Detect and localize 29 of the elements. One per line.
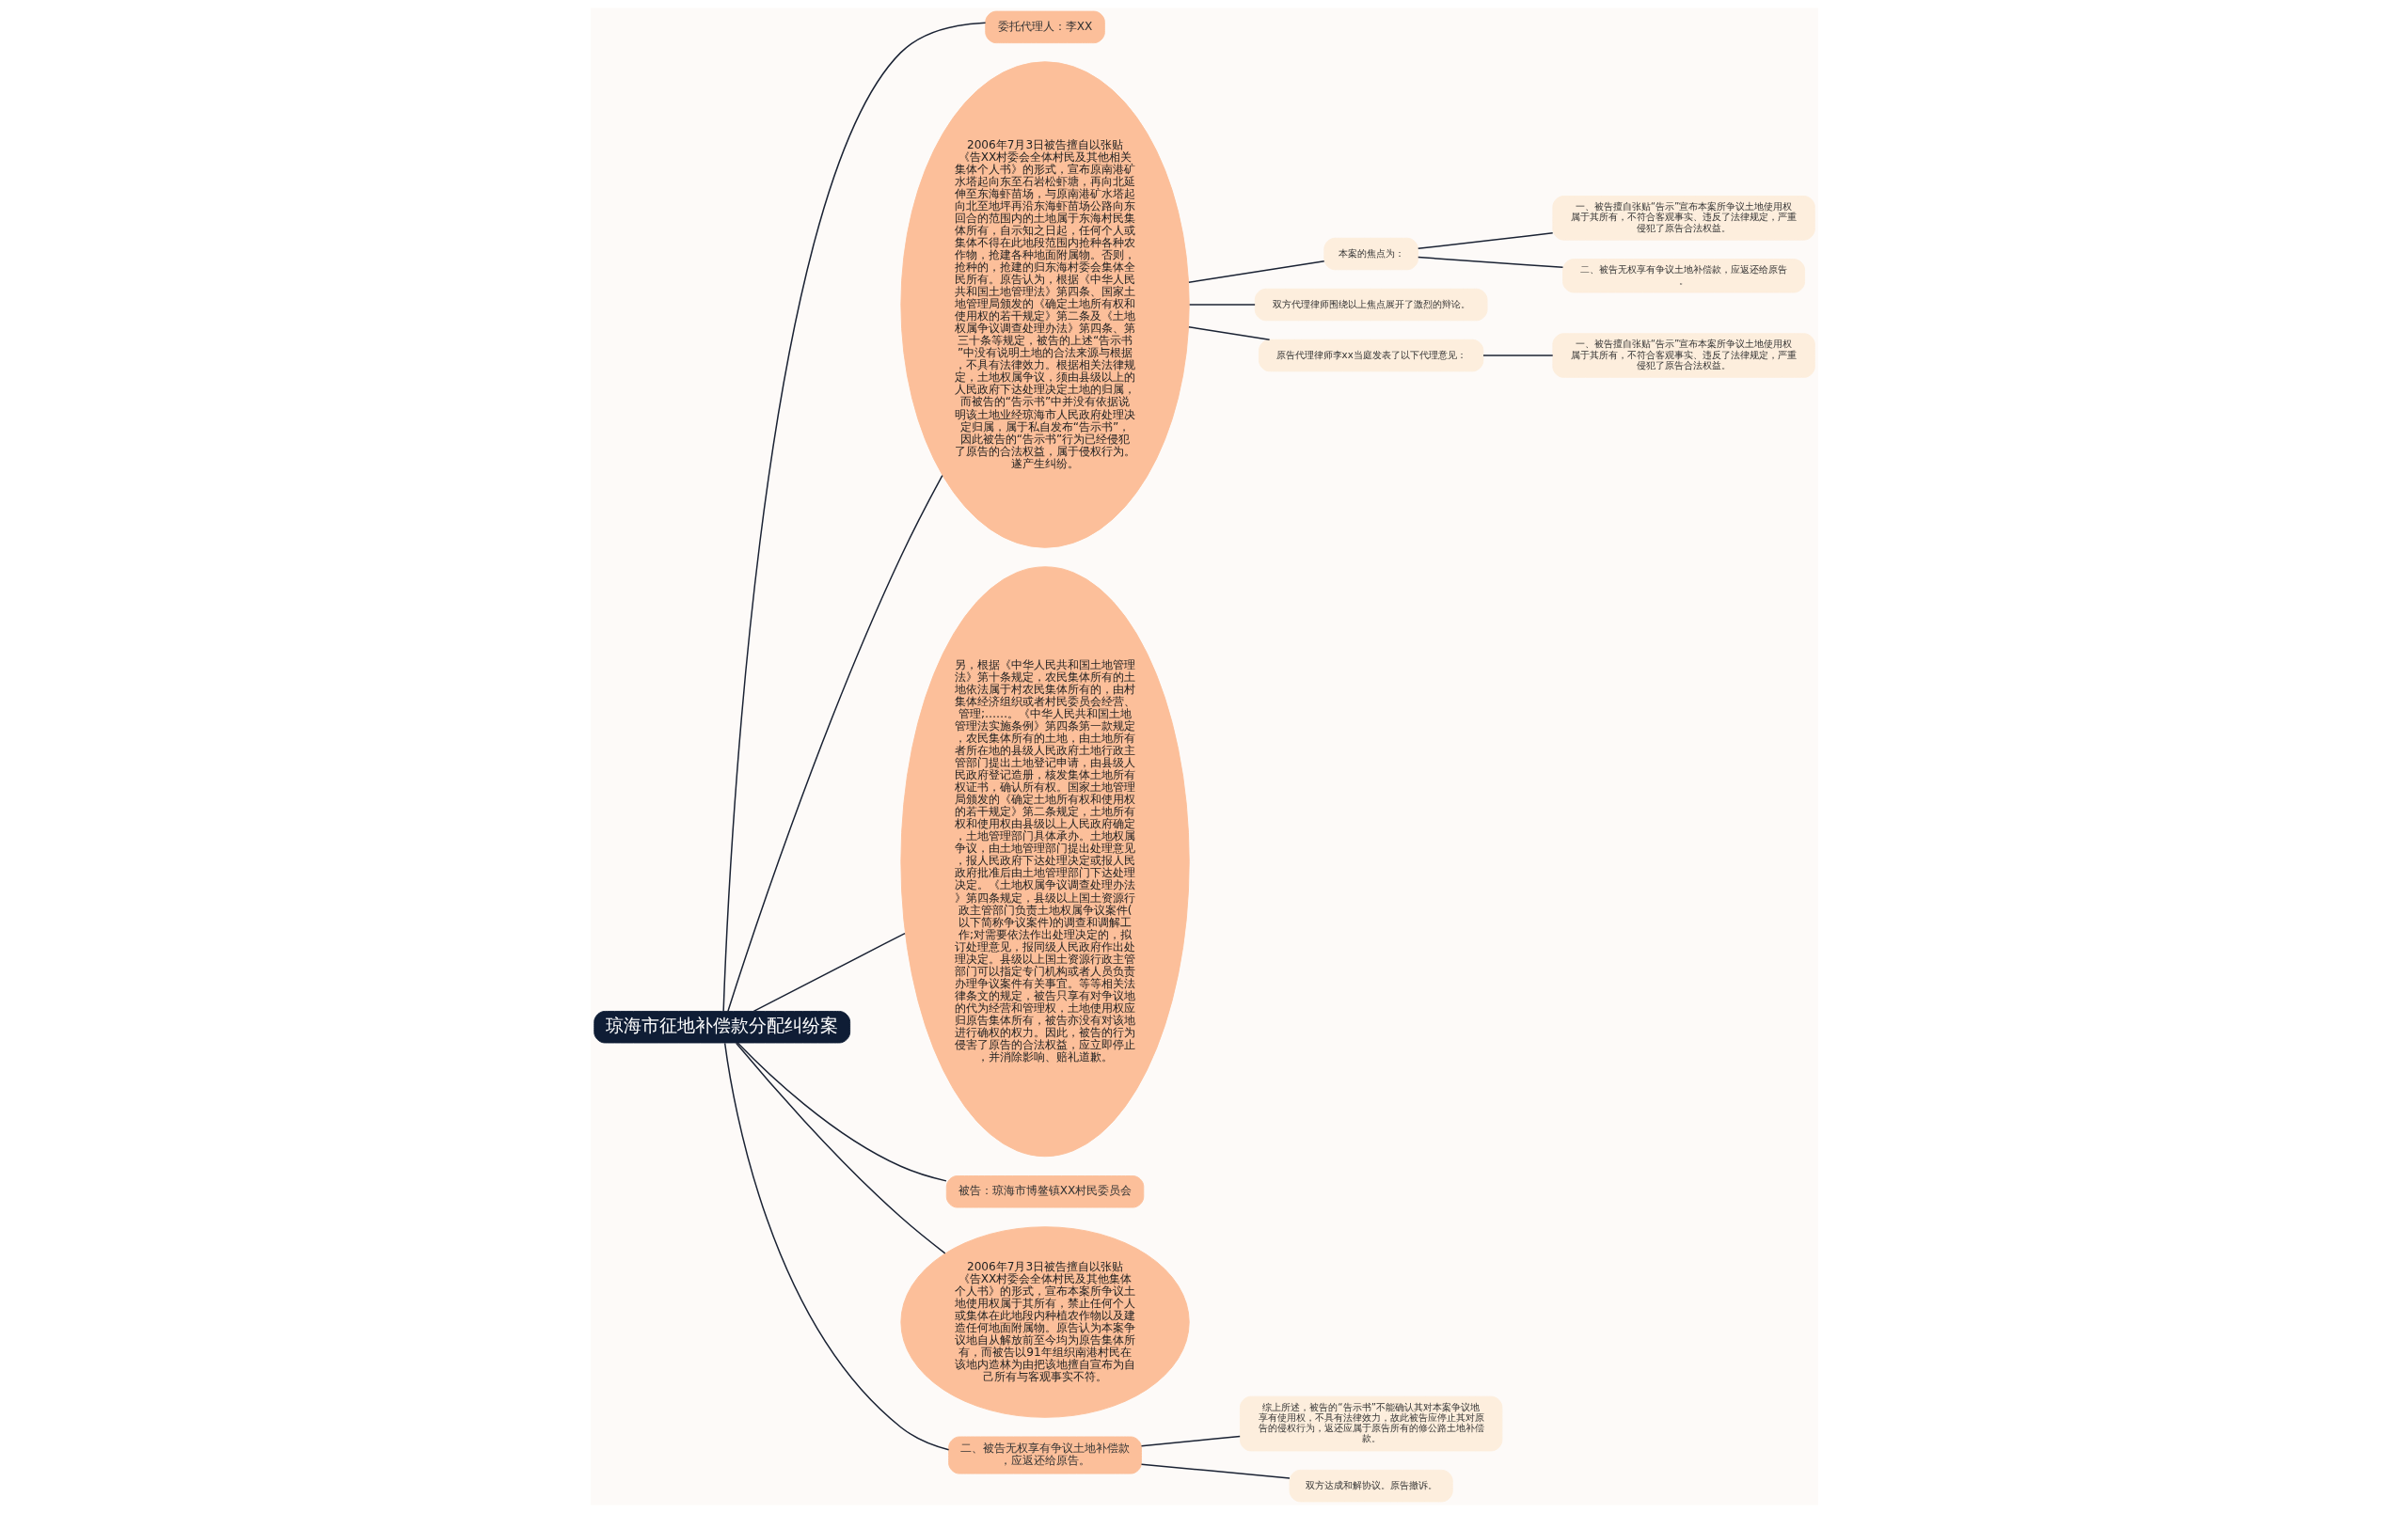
connector	[1140, 1435, 1241, 1447]
node-ellipse: 另，根据《中华人民共和国土地管理法》第十条规定，农民集体所有的土地依法属于村农民集体所有的，由村集体经济组织或者村民委员会经营、管理;……。《中华人民共和国土地管理法实施条例》第四条第一款规定，农民集体所有的土地，由土地所有者所在地的县级人民政府土地行政主管部门提出土地登记申请，由县级人民政府登记造册，核发集体土地所有权证书，确认所有权。国家土地管理局颁发的《确定土地所有权和使用权的若干规定》第二条规定，土地所有权和使用权由县级以上人民政府确定，土地管理部门具体承办。土地权属争议，由土地管理部门提出处理意见，报人民政府下达处理决定或报人民政府批准后由土地管理部门下达处理决定。《土地权属争议调查处理办法》第四条规定，县级以上国土资源行政主管部门负责土地权属争议案件(以下简称争议案件)的调查和调解工作;对需要依法作出处理决定的，拟订处理意见，报同级人民政府作出处理决定。县级以上国土资源行政主管部门可以指定专门机构或者人员负责办理争议案件有关事宜。等等相关法律条文的规定，被告只享有对争议地的代为经营和管理权，土地使用权应归原告集体所有，被告亦没有对该地进行确权的权力。因此，被告的行为侵害了原告的合法权益，应立即停止，并消除影响、赔礼道歉。	[899, 566, 1190, 1158]
node-box: 二、被告无权享有争议土地补偿款，应返还给原告。	[947, 1436, 1142, 1474]
node-box: 委托代理人：李XX	[984, 10, 1105, 44]
node-box: 原告代理律师李xx当庭发表了以下代理意见：	[1258, 339, 1483, 372]
connector	[1188, 304, 1256, 306]
node-box: 本案的焦点为：	[1323, 237, 1418, 271]
connector	[1140, 1463, 1291, 1479]
node-box: 被告：琼海市博鳌镇XX村民委员会	[945, 1175, 1144, 1208]
connector	[723, 1042, 949, 1451]
node-box: 一、被告擅自张贴“告示”宣布本案所争议土地使用权属于其所有，不符合客观事实、违反了法律规定，严重侵犯了原告合法权益。	[1551, 196, 1815, 241]
connector	[1417, 232, 1553, 250]
node-box: 综上所述，被告的“告示书”不能确认其对本案争议地享有使用权，不具有法律效力，故此被告应停止其对原告的侵权行为，返还应属于原告所有的修公路土地补偿款。	[1239, 1395, 1502, 1452]
node-box: 琼海市征地补偿款分配纠纷案	[593, 1011, 850, 1044]
connector	[721, 22, 986, 1012]
connector	[736, 1042, 947, 1182]
connector	[1187, 326, 1270, 340]
connector	[1417, 256, 1563, 269]
node-ellipse: 2006年7月3日被告擅自以张贴《告XX村委会全体村民及其他集体个人书》的形式，宣布本案所争议土地使用权属于其所有，禁止任何个人或集体在此地段内种植农作物以及建造任何地面附属物。原告认为本案争议地自从解放前至今均为原告集体所有，而被告以91年组织南港村民在该地内造林为由把该地擅自宣布为自己所有与客观事实不符。	[899, 1226, 1190, 1418]
node-ellipse: 2006年7月3日被告擅自以张贴《告XX村委会全体村民及其他相关集体个人书》的形式，宣布原南港矿水塔起向东至石岩松虾塘，再向北延伸至东海虾苗场，与原南港矿水塔起向北至地坪再沿东海虾苗场公路向东回合的范围内的土地属于东海村民集体所有，自示知之日起，任何个人或集体不得在此地段范围内抢种各种农作物，抢建各种地面附属物。否则，抢种的，抢建的归东海村委会集体全民所有。原告认为，根据《中华人民共和国土地管理法》第四条、国家土地管理局颁发的《确定土地所有权和使用权的若干规定》第二条及《土地权属争议调查处理办法》第四条、第三十条等规定，被告的上述“告示书”中没有说明土地的合法来源与根据，不具有法律效力。根据相关法律规定，土地权属争议，须由县级以上的人民政府下达处理决定土地的归属，而被告的“告示书”中并没有依据说明该土地业经琼海市人民政府处理决定归属，属于私自发布“告示书”，因此被告的“告示书”行为已经侵犯了原告的合法权益，属于侵权行为。遂产生纠纷。	[899, 61, 1190, 548]
node-box: 双方代理律师围绕以上焦点展开了激烈的辩论。	[1254, 288, 1487, 322]
node-box: 二、被告无权享有争议土地补偿款，应返还给原告。	[1561, 259, 1805, 293]
connector	[726, 474, 943, 1013]
node-box: 双方达成和解协议。原告撤诉。	[1289, 1469, 1453, 1503]
connector	[752, 932, 906, 1013]
connector	[735, 1042, 945, 1254]
connector	[1481, 355, 1553, 356]
connector	[1187, 260, 1324, 283]
node-box: 一、被告擅自张贴“告示”宣布本案所争议土地使用权属于其所有，不符合客观事实、违反了法律规定，严重侵犯了原告合法权益。	[1551, 333, 1815, 378]
